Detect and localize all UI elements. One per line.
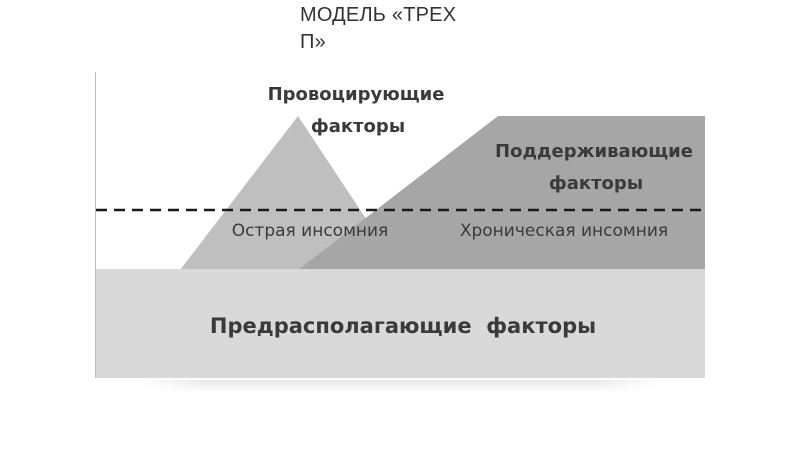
slide-title-line-2: П»	[300, 31, 326, 53]
precipitating-factors-label-line-2: факторы	[311, 116, 405, 137]
slide-title: МОДЕЛЬ «ТРЕХ П»	[300, 2, 500, 56]
perpetuating-factors-label-line-1: Поддерживающие	[495, 141, 693, 162]
chronic-insomnia-label: Хроническая инсомния	[460, 221, 668, 241]
perpetuating-factors-label-line-2: факторы	[549, 173, 643, 194]
predisposing-factors-label: Предрасполагающие факторы	[210, 314, 596, 338]
acute-insomnia-label: Острая инсомния	[232, 221, 389, 241]
precipitating-factors-triangle	[180, 116, 400, 270]
slide-title-line-1: МОДЕЛЬ «ТРЕХ	[300, 4, 457, 26]
perpetuating-factors-area	[298, 116, 705, 270]
precipitating-factors-label-line-1: Провоцирующие	[268, 84, 445, 105]
predisposing-factors-base	[96, 269, 705, 378]
